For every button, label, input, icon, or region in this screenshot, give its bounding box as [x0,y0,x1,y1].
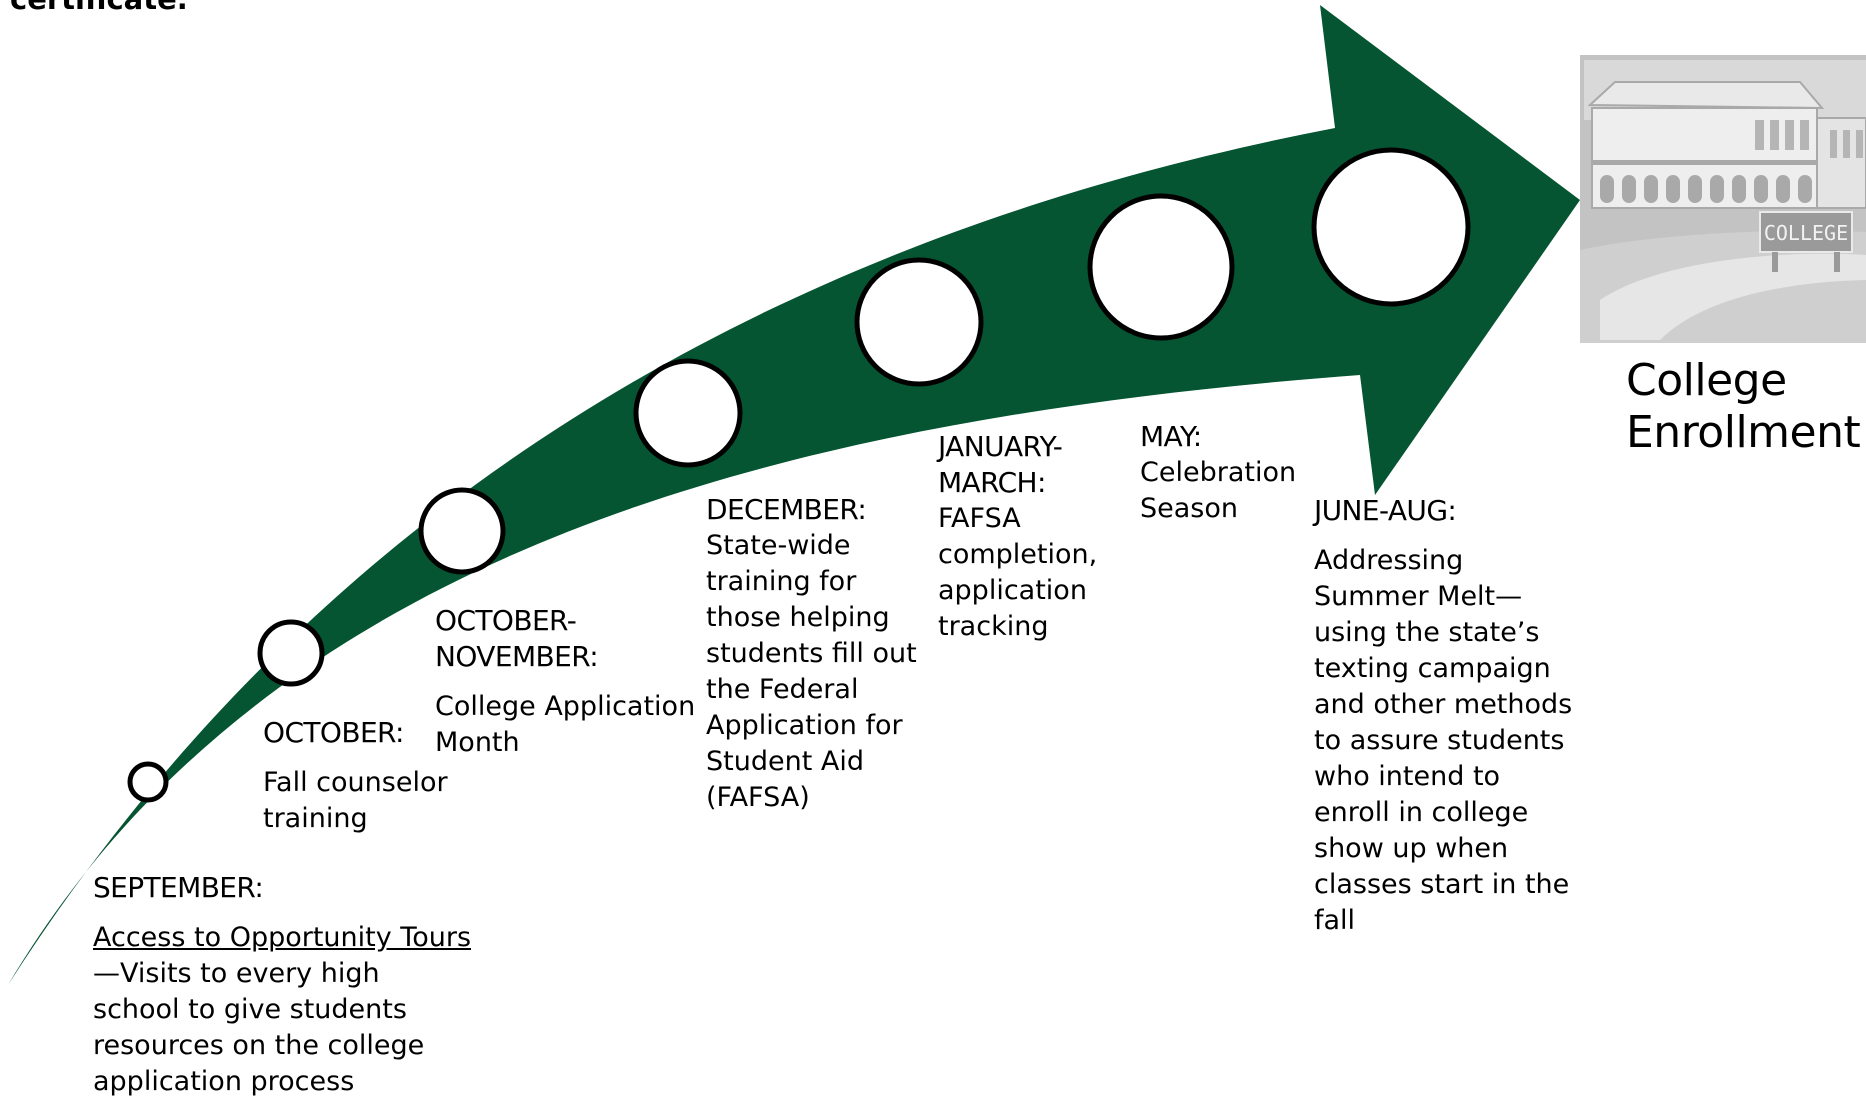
milestone-january-march: JANUARY-MARCH: FAFSA completion, applica… [938,429,1123,645]
milestone-circle-may [1087,193,1235,341]
milestone-body: College Application Month [435,691,696,758]
milestone-heading: JUNE-AUG: [1314,494,1457,527]
access-tours-link-text: Access to Opportunity Tours [93,922,472,953]
milestone-body: State-wide training for those helping st… [706,530,917,813]
milestone-september: SEPTEMBER: Access to Opportunity Tours—V… [93,870,473,1100]
milestone-may: MAY: Celebration Season [1140,419,1315,527]
milestone-heading: OCTOBER-NOVEMBER: [435,604,599,673]
milestone-markers [127,147,1471,803]
cropped-heading: certificate. [10,0,188,16]
milestone-heading: SEPTEMBER: [93,871,264,904]
college-sign-text: COLLEGE [1764,221,1848,245]
milestone-heading: JANUARY-MARCH: [938,430,1063,499]
milestone-october: OCTOBER: Fall counselor training [263,715,473,837]
goal-line-2: Enrollment [1626,407,1861,458]
milestone-body: Addressing Summer Melt—using the state’s… [1314,545,1573,936]
milestone-circle-december [633,358,743,468]
milestone-circle-june-aug [1311,147,1471,307]
milestone-heading: MAY: [1140,420,1202,453]
college-enrollment-label: College Enrollment [1626,355,1861,459]
milestone-body: Fall counselor training [263,767,448,834]
milestone-june-aug: JUNE-AUG: Addressing Summer Melt—using t… [1314,493,1579,939]
milestone-body: Celebration Season [1140,457,1297,524]
milestone-heading: OCTOBER: [263,716,404,749]
milestone-body: FAFSA completion, application tracking [938,503,1098,642]
milestone-circle-january-march [854,257,984,387]
college-building-image: COLLEGE [1580,55,1866,343]
goal-line-1: College [1626,355,1787,406]
milestone-circle-october-november [418,487,506,575]
milestone-circle-october [257,619,325,687]
milestone-body: Access to Opportunity Tours—Visits to ev… [93,922,472,1097]
milestone-circle-september [127,761,169,803]
milestone-heading: DECEMBER: [706,493,867,526]
milestone-october-november: OCTOBER-NOVEMBER: College Application Mo… [435,603,705,761]
milestone-december: DECEMBER: State-wide training for those … [706,492,936,816]
